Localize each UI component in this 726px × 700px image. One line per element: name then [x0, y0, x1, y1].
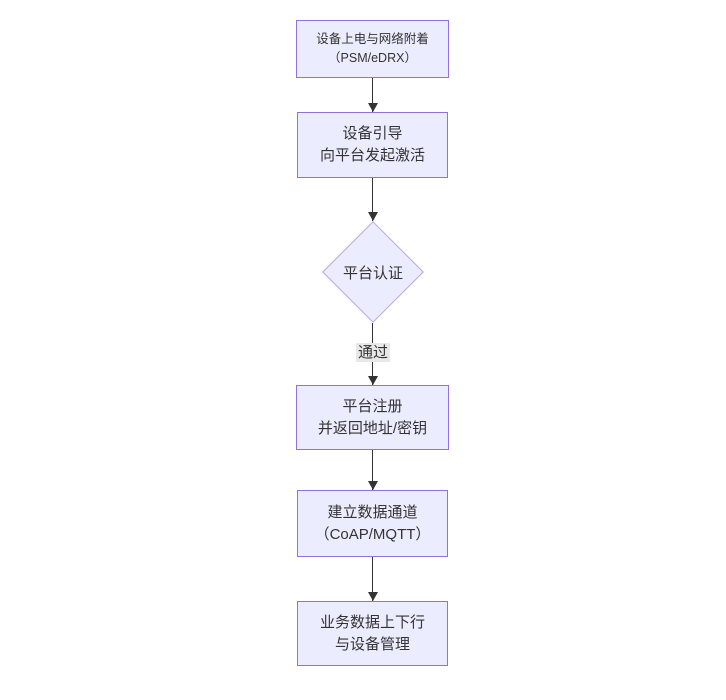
node-platform-register: 平台注册 并返回地址/密钥: [296, 385, 449, 450]
edge-register-to-channel: [367, 450, 378, 490]
node-label-line: 平台注册: [342, 397, 403, 415]
arrowhead-down-icon: [367, 376, 378, 385]
node-platform-auth-decision: 平台认证: [322, 221, 424, 323]
arrowhead-down-icon: [367, 481, 378, 490]
node-device-bootstrap: 设备引导 向平台发起激活: [297, 112, 448, 178]
node-label-line: 与设备管理: [334, 635, 410, 653]
arrowhead-down-icon: [367, 212, 378, 221]
node-label-line: 并返回地址/密钥: [317, 419, 428, 437]
node-business-data: 业务数据上下行 与设备管理: [297, 601, 448, 666]
node-label-line: 建立数据通道: [327, 503, 418, 521]
node-label-line: 平台认证: [342, 264, 403, 282]
node-data-channel: 建立数据通道 （CoAP/MQTT）: [297, 490, 448, 557]
node-label-line: （PSM/eDRX）: [328, 51, 417, 65]
edge-bootstrap-to-auth: [367, 178, 378, 221]
node-label-line: 设备引导: [342, 125, 403, 143]
edge-label-pass: 通过: [355, 343, 391, 362]
node-power-network-attach: 设备上电与网络附着 （PSM/eDRX）: [296, 20, 449, 78]
edge-channel-to-business: [367, 557, 378, 601]
edge-power-to-bootstrap: [367, 78, 378, 112]
node-label-line: 向平台发起激活: [319, 147, 425, 164]
arrowhead-down-icon: [367, 592, 378, 601]
node-label-line: （CoAP/MQTT）: [314, 525, 431, 543]
node-label-line: 设备上电与网络附着: [316, 31, 429, 46]
node-label-line: 业务数据上下行: [319, 613, 425, 631]
arrowhead-down-icon: [367, 103, 378, 112]
